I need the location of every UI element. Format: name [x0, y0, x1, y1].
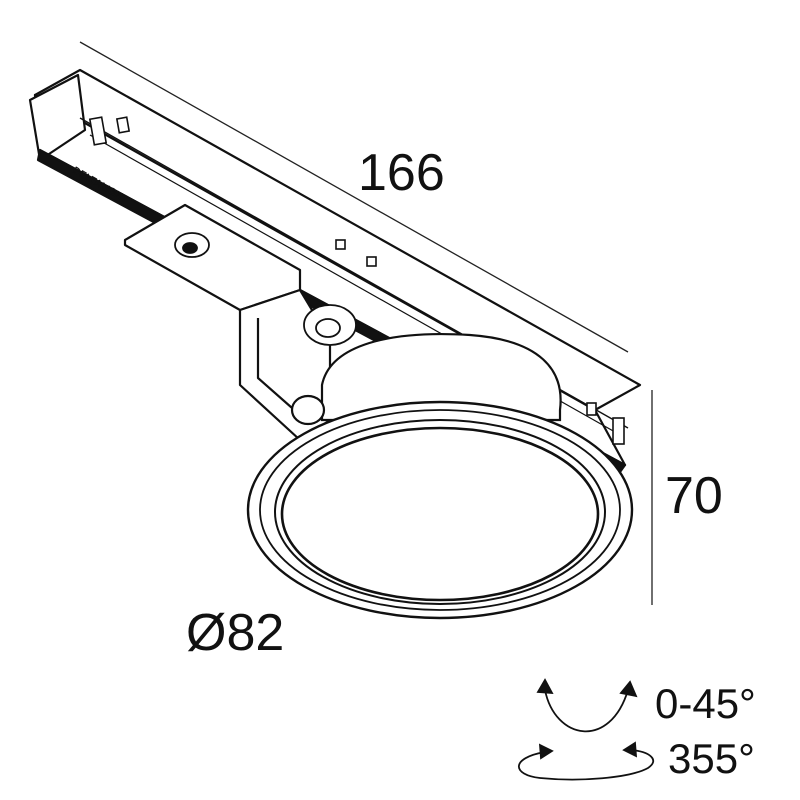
ring-inner: [274, 419, 606, 605]
tilt-arrow-right: [619, 680, 638, 698]
bracket-arm-inner: [256, 318, 301, 416]
height-label: 70: [665, 467, 723, 525]
contact-6: [612, 417, 625, 445]
adapter-end-cap: [28, 73, 87, 162]
contact-3: [335, 239, 346, 250]
contact-4: [366, 256, 377, 267]
tilt-arc: [544, 689, 629, 733]
contact-5: [586, 402, 597, 416]
housing-dome: [320, 332, 562, 422]
bracket-screw: [174, 232, 210, 258]
swivel-icon: [518, 741, 654, 781]
tilt-icon: [536, 678, 638, 733]
tilt-arrow-left: [536, 678, 554, 695]
length-dimension-line: [79, 41, 629, 353]
adapter-contacts: [88, 116, 625, 445]
pivot-inner: [315, 318, 341, 338]
swivel-label: 355°: [668, 735, 755, 782]
lamp-ring: [246, 400, 634, 620]
swivel-arc: [518, 749, 654, 781]
contact-1: [88, 116, 108, 146]
ring-mid: [259, 409, 621, 611]
length-dimension: [79, 41, 629, 353]
swivel-arrow-left: [538, 743, 554, 760]
housing-connector: [290, 394, 326, 426]
contact-2: [115, 116, 131, 134]
diameter-label: Ø82: [186, 604, 284, 662]
lamp-housing: [290, 332, 562, 426]
pivot-screw: [303, 304, 357, 346]
lens: [280, 426, 600, 602]
tilt-label: 0-45°: [655, 680, 756, 727]
swivel-arrow-right: [622, 741, 638, 758]
screw-inner: [182, 242, 198, 254]
length-label: 166: [358, 144, 445, 202]
